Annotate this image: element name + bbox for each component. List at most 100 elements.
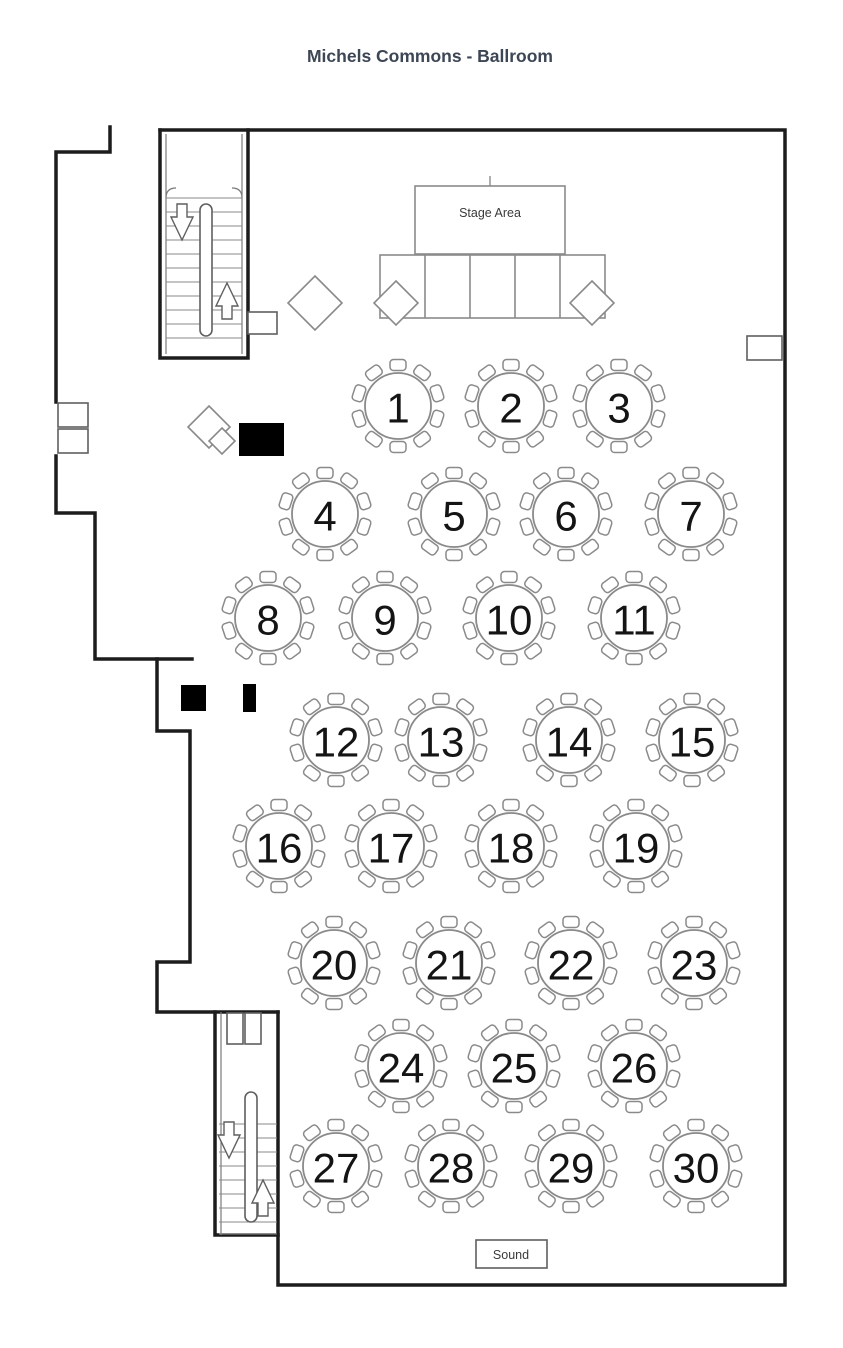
chair <box>584 764 603 782</box>
chair <box>327 774 345 788</box>
table-top <box>600 1032 668 1100</box>
chair <box>584 698 603 716</box>
chair <box>440 915 458 929</box>
equipment-black-box <box>239 423 284 456</box>
table-6: 6 <box>519 466 613 562</box>
chair <box>310 849 326 868</box>
chair <box>649 576 668 594</box>
chair <box>585 430 604 448</box>
stage-area: Stage Area <box>286 176 616 332</box>
chair <box>581 538 600 556</box>
chair <box>537 1124 556 1142</box>
chair <box>302 1124 321 1142</box>
chair <box>482 1169 498 1188</box>
chair <box>440 997 458 1011</box>
chair <box>394 743 410 762</box>
chair <box>356 517 372 536</box>
chair <box>338 596 354 615</box>
stage-side-table-left <box>286 274 344 332</box>
chair <box>367 1169 383 1188</box>
chair <box>392 1100 410 1114</box>
chair <box>587 1044 603 1063</box>
chair <box>587 596 603 615</box>
chair <box>270 798 288 812</box>
chair <box>466 1190 485 1208</box>
chair <box>245 804 264 822</box>
chair <box>472 718 488 737</box>
table-top <box>480 1032 548 1100</box>
chair <box>657 472 676 490</box>
table-28: 28 <box>404 1118 498 1214</box>
chair <box>706 472 725 490</box>
chair <box>665 1044 681 1063</box>
chair <box>647 966 663 985</box>
chair <box>354 1069 370 1088</box>
chair <box>351 409 367 428</box>
chair <box>462 596 478 615</box>
chair <box>625 1100 643 1114</box>
table-13: 13 <box>394 692 488 788</box>
table-number: 1 <box>386 385 409 432</box>
table-top <box>415 929 483 997</box>
chair <box>364 364 383 382</box>
chair <box>422 824 438 843</box>
chair <box>540 596 556 615</box>
chair <box>300 987 319 1005</box>
chair <box>722 492 738 511</box>
chair <box>519 517 535 536</box>
chair <box>727 1144 743 1163</box>
chair <box>376 570 394 584</box>
stairs-up-arrow-icon <box>214 281 240 320</box>
chair <box>472 743 488 762</box>
table-top <box>662 1132 730 1200</box>
chair <box>351 764 370 782</box>
chair <box>524 1144 540 1163</box>
chair <box>402 941 418 960</box>
chair <box>502 440 520 454</box>
chair <box>356 492 372 511</box>
table-19: 19 <box>589 798 683 894</box>
chair <box>597 517 613 536</box>
table-number: 17 <box>368 825 415 872</box>
chair <box>627 880 645 894</box>
chair <box>404 1169 420 1188</box>
chair <box>289 1144 305 1163</box>
sound-booth: Sound <box>475 1239 548 1269</box>
chair <box>709 987 728 1005</box>
stage-label: Stage Area <box>459 206 521 220</box>
chair <box>542 849 558 868</box>
chair <box>316 466 334 480</box>
service-box-small <box>243 684 256 712</box>
chair <box>602 1144 618 1163</box>
chair <box>445 548 463 562</box>
chair <box>647 941 663 960</box>
chair <box>725 966 741 985</box>
table-top <box>532 480 600 548</box>
chair <box>526 430 545 448</box>
chair <box>365 941 381 960</box>
chair <box>586 921 605 939</box>
chair <box>357 870 376 888</box>
chair <box>535 764 554 782</box>
chair <box>602 804 621 822</box>
stairs-up-arrow-icon <box>250 1178 276 1217</box>
chair <box>600 743 616 762</box>
table-number: 2 <box>499 385 522 432</box>
chair <box>354 1044 370 1063</box>
chair <box>234 576 253 594</box>
table-number: 11 <box>612 597 656 644</box>
room-wall-main <box>158 128 787 1287</box>
chair <box>420 538 439 556</box>
chair <box>519 492 535 511</box>
stage-corner-table-right <box>568 279 616 327</box>
chair <box>537 987 556 1005</box>
chair <box>502 798 520 812</box>
table-8: 8 <box>221 570 315 666</box>
stair-door-leaf-right <box>244 1012 262 1045</box>
chair <box>416 1024 435 1042</box>
stage-outline <box>414 185 566 255</box>
chair <box>600 1024 619 1042</box>
table-top <box>660 929 728 997</box>
chair <box>367 1144 383 1163</box>
chair <box>344 849 360 868</box>
